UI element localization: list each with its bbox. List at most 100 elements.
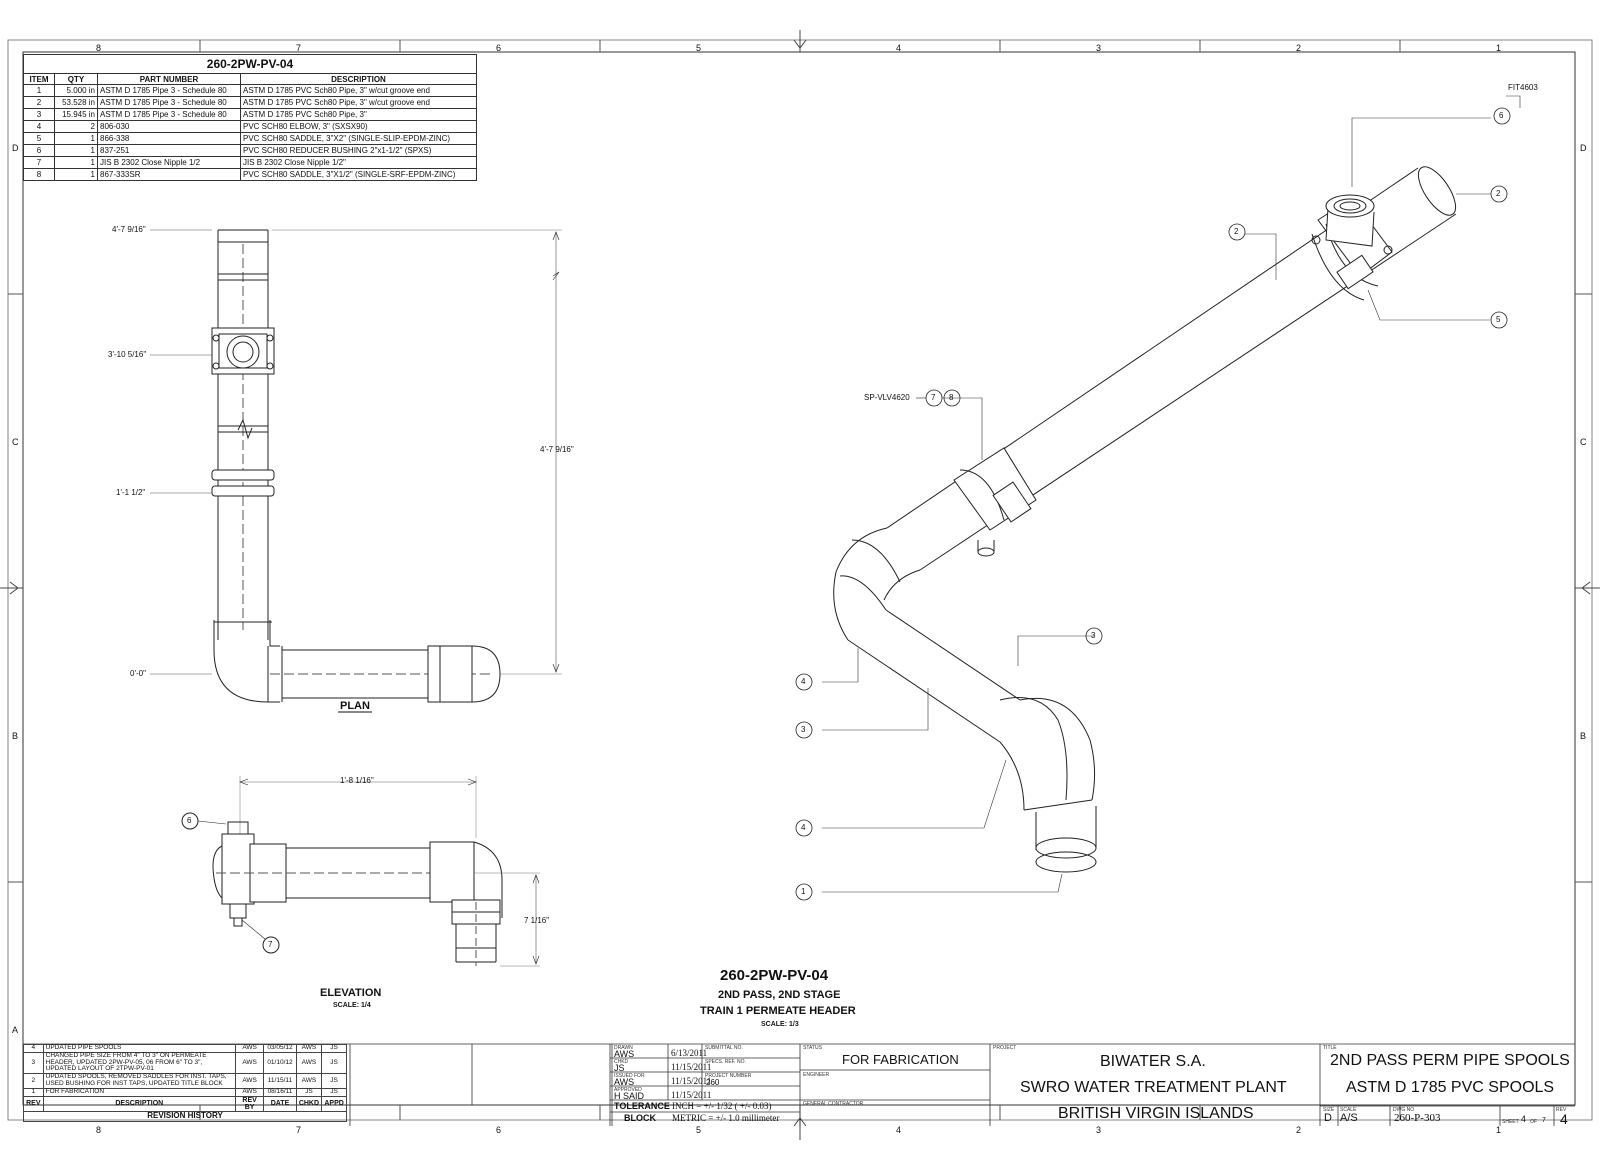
inner-frame	[22, 51, 1576, 1106]
bom-cell: 1	[54, 132, 98, 145]
revision-cell: UPDATED SPOOLS, REMOVED SADDLES FOR INST…	[42, 1073, 236, 1089]
col-label: 4	[896, 43, 902, 53]
bom-cell: 5	[23, 132, 55, 145]
bom-cell: 15.945 in	[54, 108, 98, 121]
rev-footer: REVISION HISTORY	[23, 1111, 347, 1122]
isometric-view	[795, 95, 1521, 901]
plan-label: PLAN	[340, 700, 370, 712]
title-block-frame	[23, 1043, 1575, 1126]
bom-cell: 1	[54, 156, 98, 169]
checked-by: JS	[614, 1063, 625, 1073]
balloon-text: 4	[801, 677, 806, 686]
bom-cell: 2	[23, 96, 55, 109]
bom-cell: 3	[23, 108, 55, 121]
row-label: D	[12, 143, 19, 153]
drawing-scale: SCALE: 1/3	[761, 1021, 799, 1028]
bom-header: ITEM	[23, 73, 55, 85]
rev-header: REV BY	[234, 1095, 265, 1113]
chkd-label: CHKD	[614, 1059, 629, 1065]
bom-cell: 4	[23, 120, 55, 133]
bom-cell: ASTM D 1785 PVC Sch80 Pipe, 3"	[240, 108, 477, 121]
revision-cell: JS	[321, 1051, 347, 1075]
bom-title: 260-2PW-PV-04	[23, 54, 477, 74]
revision-cell: 2	[23, 1073, 44, 1089]
plan-dim-saddle: 3'-10 5/16"	[108, 350, 147, 359]
bom-cell: 8	[23, 168, 55, 181]
bom-cell: 5.000 in	[54, 84, 98, 97]
title-line: 2ND PASS PERM PIPE SPOOLS	[1330, 1052, 1570, 1069]
bom-cell: ASTM D 1785 Pipe 3 - Schedule 80	[97, 84, 241, 97]
rev-label: REV	[1556, 1107, 1567, 1113]
revision-cell: 1	[23, 1087, 44, 1097]
scale-label: SCALE	[1340, 1107, 1357, 1113]
revision-cell: JS	[321, 1044, 347, 1053]
project-label: PROJECT	[993, 1045, 1017, 1051]
balloon-text: 2	[1234, 227, 1239, 236]
title-label: TITLE	[1323, 1045, 1337, 1051]
elevation-view	[181, 776, 540, 967]
bom-cell: 1	[54, 168, 98, 181]
plan-dim-top: 4'-7 9/16"	[112, 225, 146, 234]
bom-cell: PVC SCH80 SADDLE, 3"X1/2" (SINGLE-SRF-EP…	[240, 168, 477, 181]
bom-cell: ASTM D 1785 PVC Sch80 Pipe, 3" w/cut gro…	[240, 96, 477, 109]
size-label: SIZE	[1323, 1107, 1335, 1113]
col-label: 1	[1496, 43, 1502, 53]
contractor-label: GENERAL CONTRACTOR	[803, 1101, 864, 1107]
bom-cell: PVC SCH80 REDUCER BUSHING 2"x1-1/2" (SPX…	[240, 144, 477, 157]
of-label: OF	[1530, 1119, 1537, 1125]
issued-by: AWS	[614, 1077, 635, 1087]
rev-header: DESCRIPTION	[42, 1095, 236, 1113]
revision-cell: AWS	[234, 1051, 265, 1075]
tolerance-inch: INCH = +/- 1/32 ( +/- 0.03)	[672, 1101, 772, 1111]
col-label: 5	[696, 43, 702, 53]
row-label: B	[1580, 731, 1587, 741]
balloon-text: 5	[1496, 315, 1501, 324]
rev-header: DATE	[263, 1095, 297, 1113]
col-label: 7	[296, 43, 302, 53]
elevation-label: ELEVATION	[320, 987, 382, 999]
revision-cell: JS	[321, 1073, 347, 1089]
balloon-text: 3	[801, 725, 806, 734]
balloon-text: 1	[801, 887, 806, 896]
revision-cell: JS	[295, 1087, 323, 1097]
drawn-label: DRAWN	[614, 1045, 633, 1051]
approved-label: APPROVED	[614, 1087, 642, 1093]
plan-dim-mid: 1'-1 1/2"	[116, 488, 146, 497]
bom-cell: 1	[23, 84, 55, 97]
col-label: 8	[96, 43, 102, 53]
col-label: 3	[1096, 43, 1102, 53]
col-label: 3	[1096, 1125, 1102, 1135]
revision-cell: AWS	[234, 1073, 265, 1089]
fit-tag: FIT4603	[1508, 83, 1538, 92]
rev-header: APPD	[321, 1095, 347, 1113]
balloon-text: 6	[1499, 111, 1504, 120]
elev-dim-width: 1'-8 1/16"	[340, 776, 374, 785]
project-line: SWRO WATER TREATMENT PLANT	[1020, 1079, 1287, 1096]
revision-cell: AWS	[295, 1073, 323, 1089]
sheet-value: 4	[1521, 1114, 1527, 1124]
issued-label: ISSUED FOR	[614, 1073, 645, 1079]
balloon-text: 2	[1496, 189, 1501, 198]
bom-cell: 6	[23, 144, 55, 157]
bom-cell: 866-338	[97, 132, 241, 145]
row-label: A	[12, 1025, 19, 1035]
col-label: 6	[496, 1125, 502, 1135]
plan-dim-base: 0'-0"	[130, 669, 146, 678]
submittal-label: SUBMITTAL NO.	[705, 1045, 743, 1051]
col-label: 4	[896, 1125, 902, 1135]
col-label: 2	[1296, 1125, 1302, 1135]
bom-cell: ASTM D 1785 Pipe 3 - Schedule 80	[97, 108, 241, 121]
bom-header: QTY	[54, 73, 98, 85]
balloon-text: 3	[1091, 631, 1096, 640]
project-line: BRITISH VIRGIN ISLANDS	[1058, 1105, 1254, 1122]
revision-cell: 03/05/12	[263, 1044, 297, 1053]
tolerance-label: TOLERANCE	[614, 1101, 670, 1111]
